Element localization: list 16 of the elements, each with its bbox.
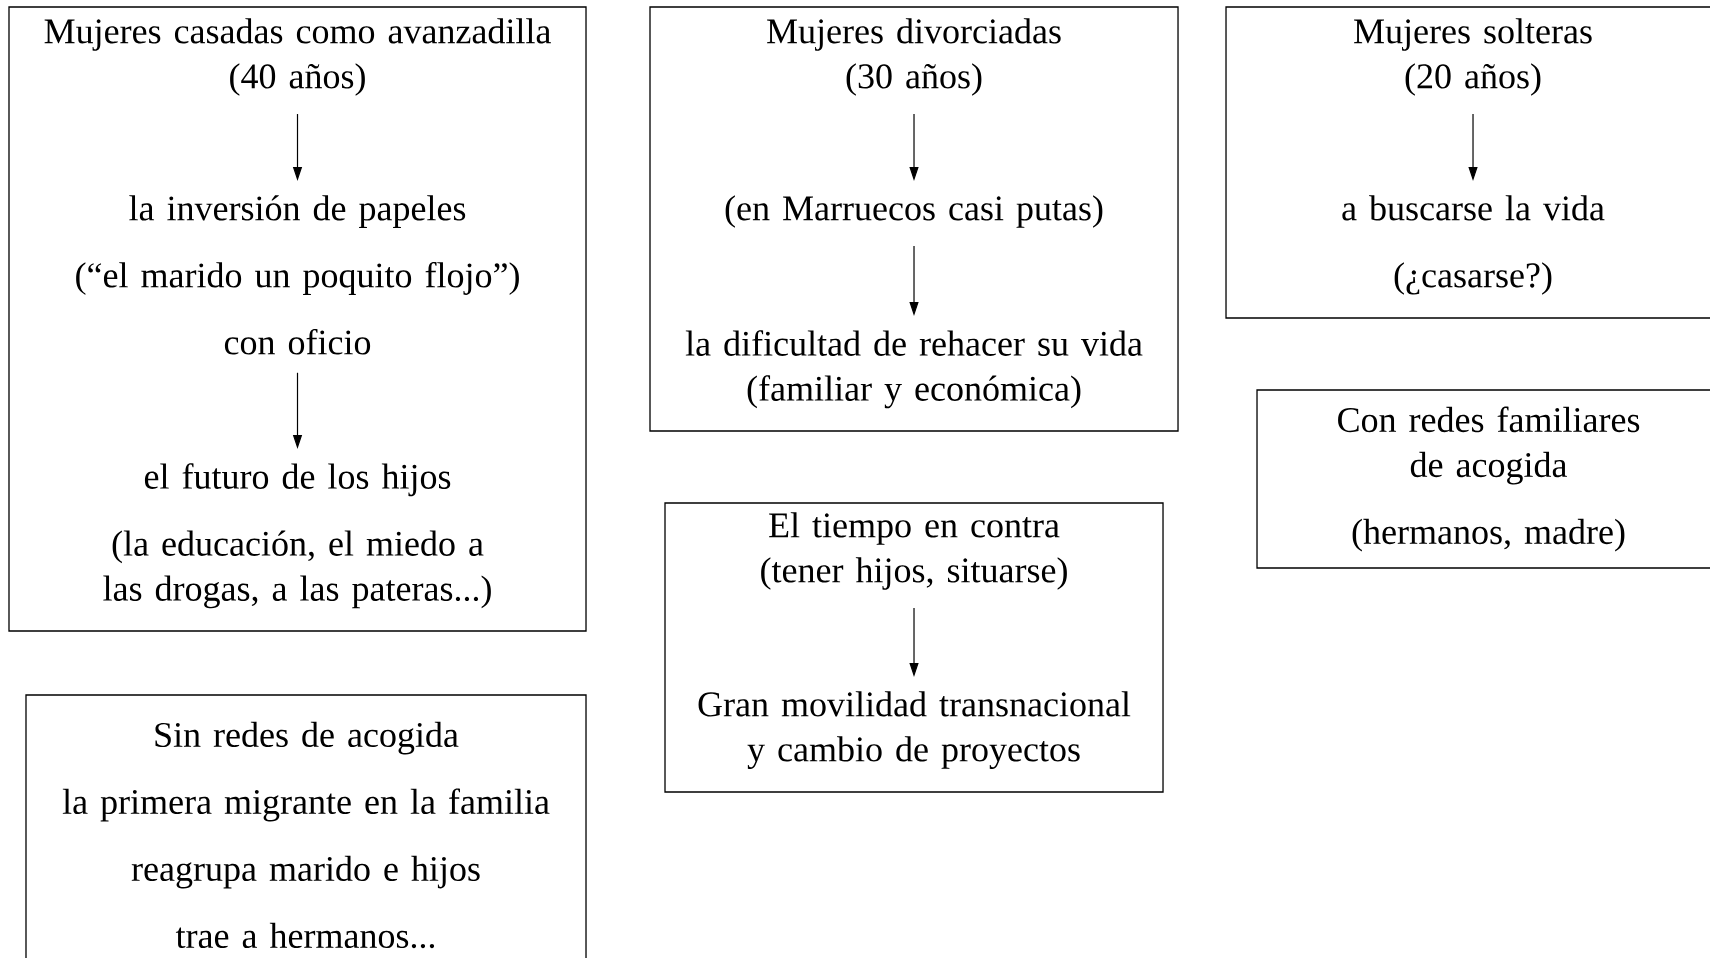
statement-text: el futuro de los hijos (la educación, el miedo a las drogas, a las pateras...) (103, 463, 491, 609)
statement-text: a buscarse la vida (¿casarse?) (1342, 195, 1605, 295)
text-box (649, 6, 1179, 432)
statement-text: la dificultad de rehacer su vida (familiar y económica) (685, 330, 1143, 409)
text-box (8, 6, 587, 632)
statement-text: Mujeres solteras (20 años) (1354, 18, 1592, 96)
statement-text: Mujeres divorciadas (30 años) (767, 18, 1061, 96)
text-box (1225, 6, 1710, 319)
statement-text: Gran movilidad transnacional y cambio de proyectos (698, 691, 1131, 769)
statement-text: El tiempo en contra (tener hijos, situarse) (761, 512, 1067, 590)
text-box: Con redes familiares de acogida (hermanos, madre) (1256, 389, 1710, 569)
text-box: Sin redes de acogida la primera migrante en la familia reagrupa marido e hijos trae a hermanos... (25, 694, 587, 958)
statement-text: (en Marruecos casi putas) (725, 195, 1103, 228)
text-box (664, 502, 1164, 793)
statement-text: la inversión de papeles (“el marido un poquito flojo”) con oficio (76, 195, 519, 355)
statement-text: Mujeres casadas como avanzadilla (40 años) (44, 18, 551, 96)
